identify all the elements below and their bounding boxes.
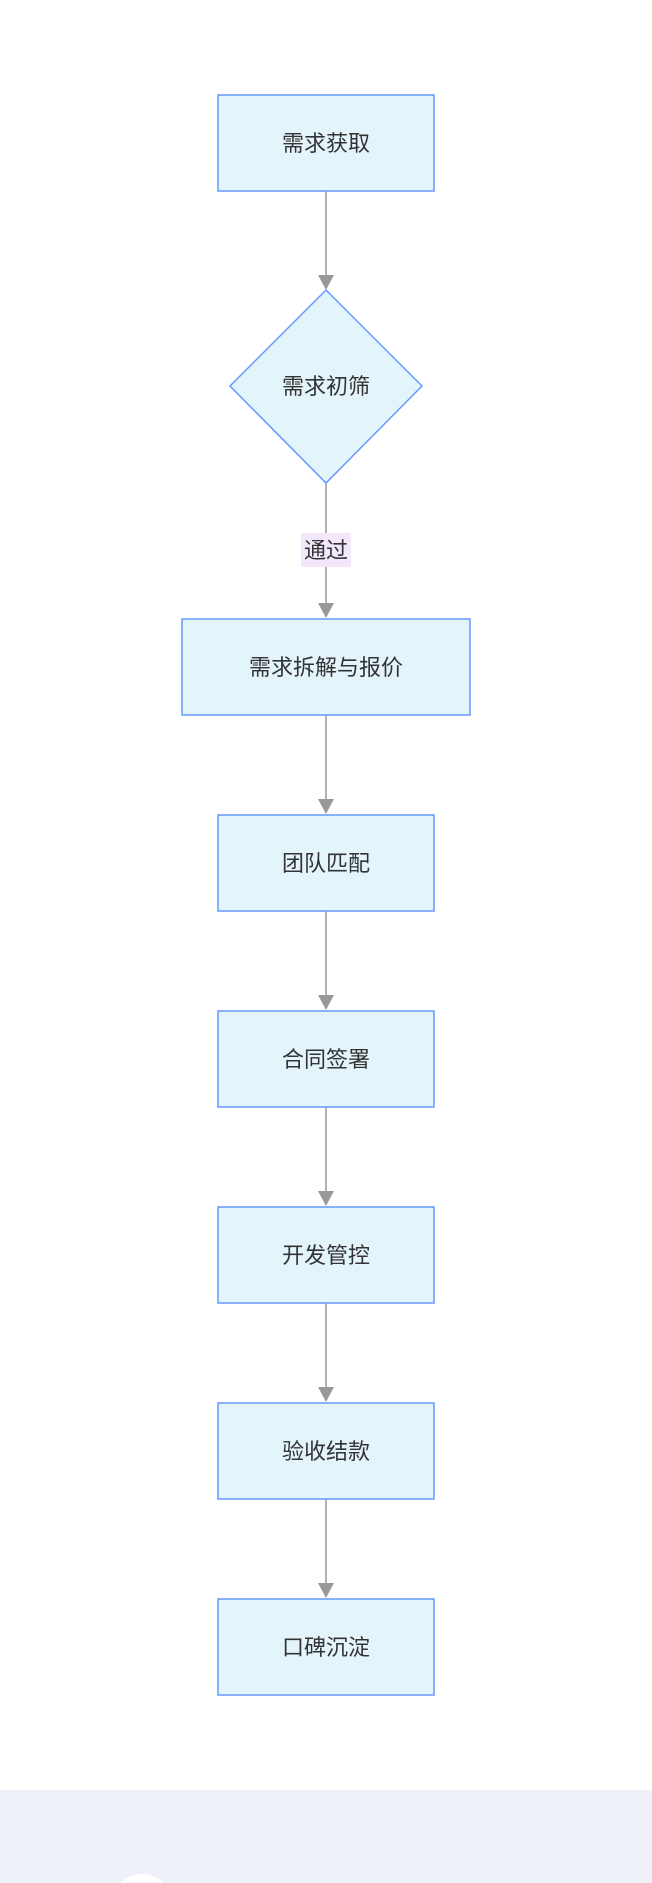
node-label: 验收结款 <box>282 1440 370 1465</box>
node-reputation-accumulation: 口碑沉淀 <box>217 1598 435 1696</box>
edge-n3-n4 <box>318 715 334 814</box>
node-label: 需求拆解与报价 <box>249 656 403 681</box>
flowchart-diagram: 通过 需求获取 需求初筛 需求拆解与报价 团队匹配 合同签署 <box>181 94 471 1696</box>
node-requirement-breakdown-quote: 需求拆解与报价 <box>181 618 471 716</box>
node-requirement-acquisition: 需求获取 <box>217 94 435 192</box>
edge-n5-n6 <box>318 1107 334 1206</box>
edge-n6-n7 <box>318 1303 334 1402</box>
node-label: 需求获取 <box>282 132 370 157</box>
node-label: 开发管控 <box>282 1244 370 1269</box>
edge-n2-n3: 通过 <box>301 483 351 618</box>
node-label: 口碑沉淀 <box>282 1636 370 1661</box>
edge-n1-n2 <box>318 191 334 290</box>
node-label: 需求初筛 <box>282 375 370 400</box>
edge-n7-n8 <box>318 1499 334 1598</box>
node-team-matching: 团队匹配 <box>217 814 435 912</box>
node-development-control: 开发管控 <box>217 1206 435 1304</box>
edge-n4-n5 <box>318 911 334 1010</box>
node-contract-signing: 合同签署 <box>217 1010 435 1108</box>
footer-logo-circle <box>113 1874 171 1883</box>
node-label: 团队匹配 <box>282 852 370 877</box>
edge-label-bg <box>301 533 351 567</box>
edge-label-pass: 通过 <box>304 539 348 564</box>
page-footer <box>0 1790 652 1883</box>
node-label: 合同签署 <box>282 1048 370 1073</box>
node-acceptance-settlement: 验收结款 <box>217 1402 435 1500</box>
node-requirement-screening: 需求初筛 <box>228 288 424 485</box>
